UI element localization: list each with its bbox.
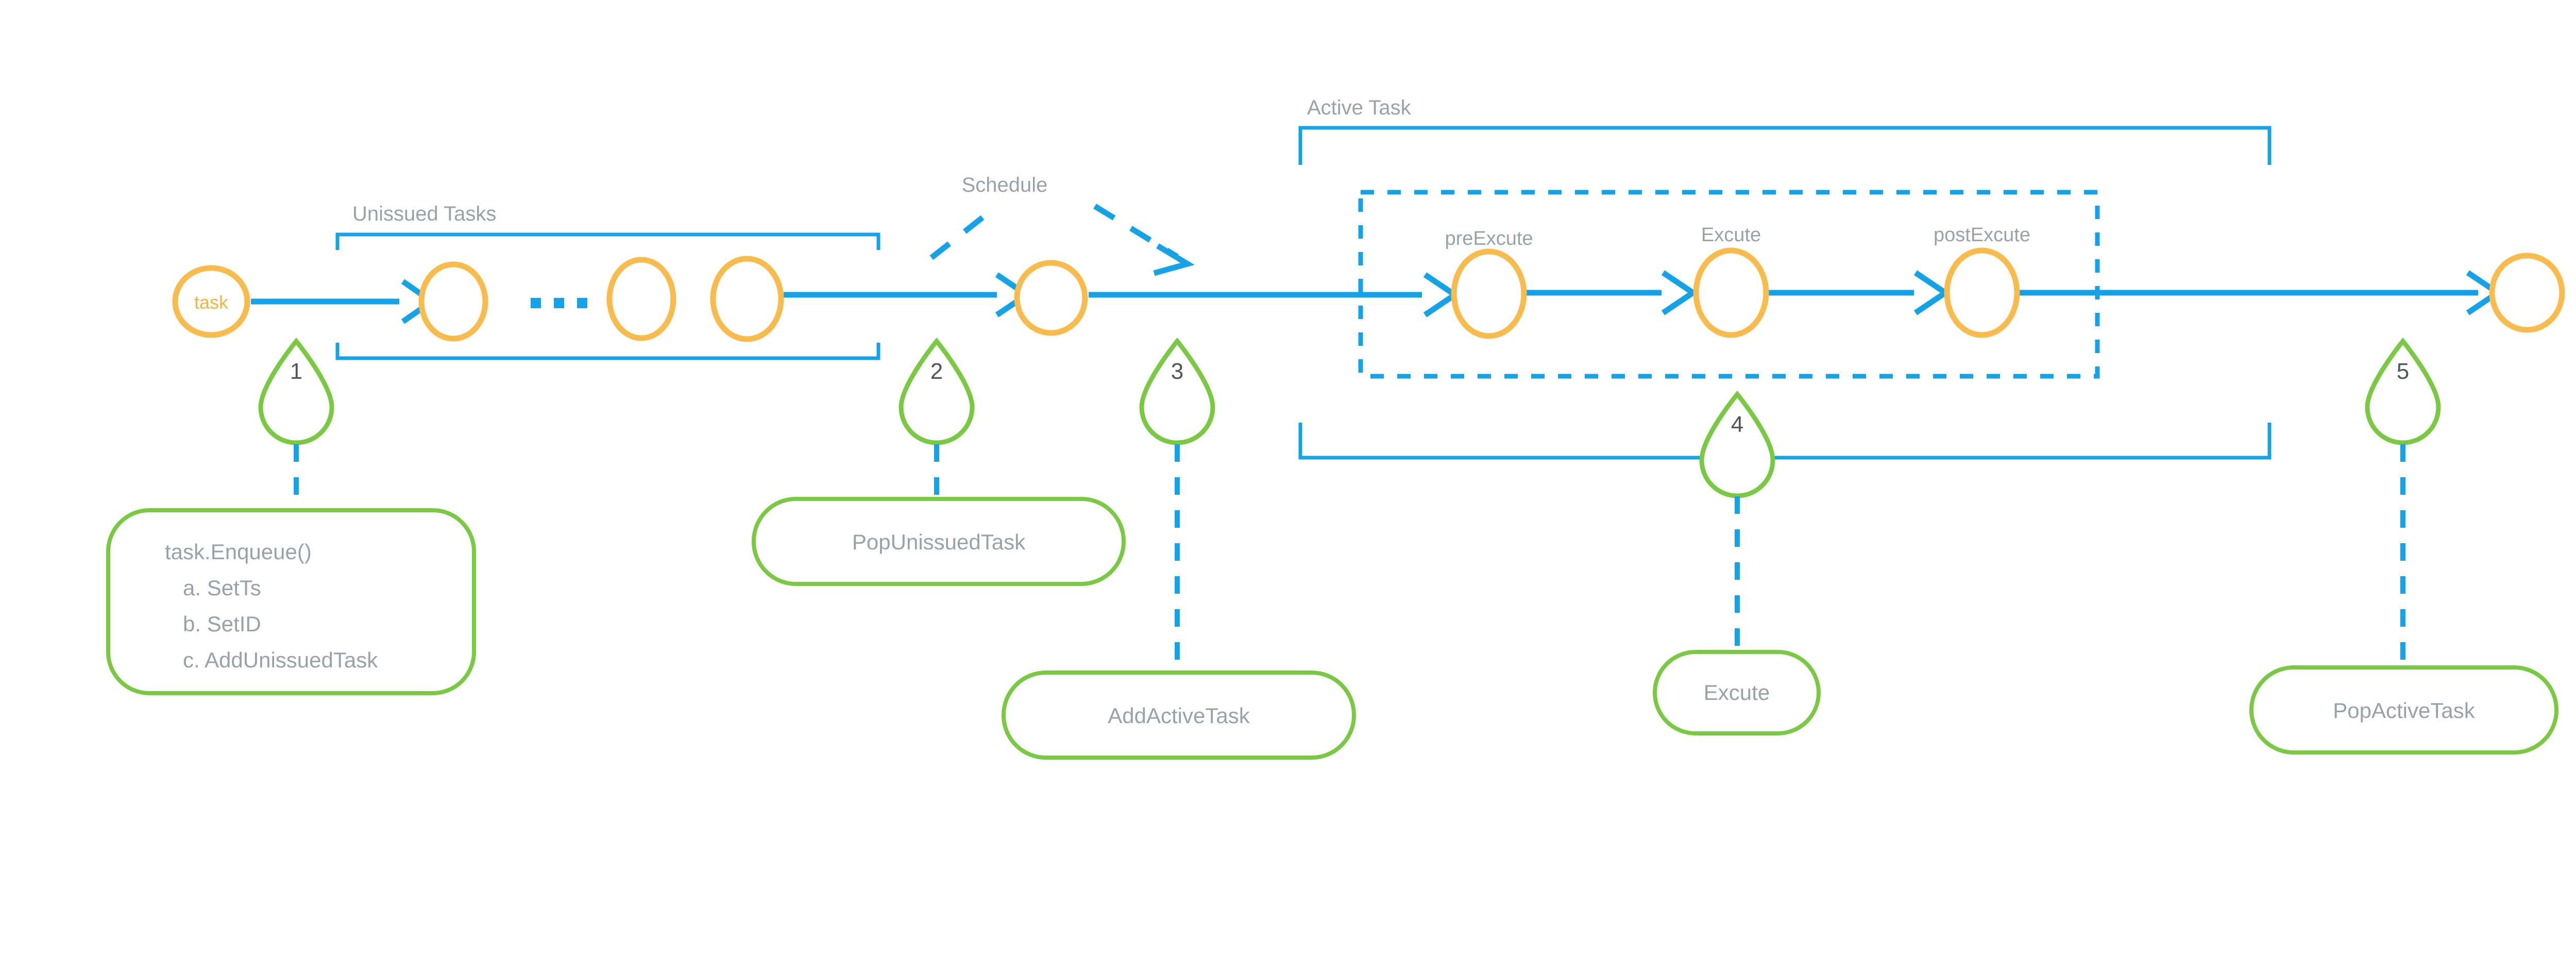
ellipsis-group (531, 298, 587, 308)
flow-connectors (251, 290, 2478, 305)
callout-add-active[interactable]: AddActiveTask (1002, 671, 1356, 760)
marker-1[interactable]: 1 (258, 337, 334, 445)
callout-enqueue-title: task.Enqueue() (165, 540, 312, 564)
node-unissued-1[interactable] (418, 261, 488, 342)
node-preexcute[interactable] (1451, 248, 1527, 339)
marker-2[interactable]: 2 (899, 337, 975, 445)
callout-pop-active[interactable]: PopActiveTask (2249, 665, 2558, 755)
node-unissued-2[interactable] (606, 257, 676, 341)
callout-pop-active-title: PopActiveTask (2333, 698, 2475, 723)
schedule-arrows (929, 204, 1195, 276)
execution-stage-box (1358, 190, 2100, 379)
excute-label: Excute (1701, 224, 1761, 246)
active-task-bracket (1298, 126, 2272, 460)
marker-3-number: 3 (1171, 359, 1183, 384)
callout-enqueue-item-1: b. SetID (183, 612, 261, 636)
node-task[interactable]: task (172, 265, 250, 338)
callout-pop-unissued[interactable]: PopUnissuedTask (752, 497, 1126, 586)
unissued-tasks-label: Unissued Tasks (352, 203, 496, 225)
marker-2-number: 2 (930, 359, 943, 384)
unissued-tasks-bracket (335, 232, 880, 360)
postexcute-label: postExcute (1934, 224, 2030, 246)
marker-4[interactable]: 4 (1699, 390, 1775, 498)
node-unissued-3[interactable] (710, 256, 784, 342)
active-task-label: Active Task (1307, 96, 1412, 119)
marker-5-number: 5 (2397, 359, 2409, 384)
marker-4-number: 4 (1731, 412, 1743, 437)
node-postexcute[interactable] (1944, 247, 2020, 338)
node-excute[interactable] (1693, 247, 1769, 338)
callout-enqueue[interactable]: task.Enqueue() a. SetTs b. SetID c. AddU… (106, 508, 476, 695)
node-done[interactable] (2489, 253, 2565, 333)
marker-3[interactable]: 3 (1139, 337, 1215, 445)
node-scheduled[interactable] (1014, 260, 1088, 336)
callout-pop-unissued-title: PopUnissuedTask (852, 530, 1026, 554)
marker-1-number: 1 (290, 359, 302, 384)
callout-excute-title: Excute (1704, 680, 1770, 705)
node-task-label: task (194, 292, 229, 313)
schedule-label: Schedule (962, 174, 1048, 196)
callout-add-active-title: AddActiveTask (1108, 704, 1250, 728)
preexcute-label: preExcute (1445, 228, 1533, 249)
marker-5[interactable]: 5 (2365, 337, 2441, 445)
callout-excute[interactable]: Excute (1653, 650, 1821, 735)
callout-enqueue-item-2: c. AddUnissuedTask (183, 648, 378, 672)
callout-enqueue-item-0: a. SetTs (183, 576, 261, 600)
